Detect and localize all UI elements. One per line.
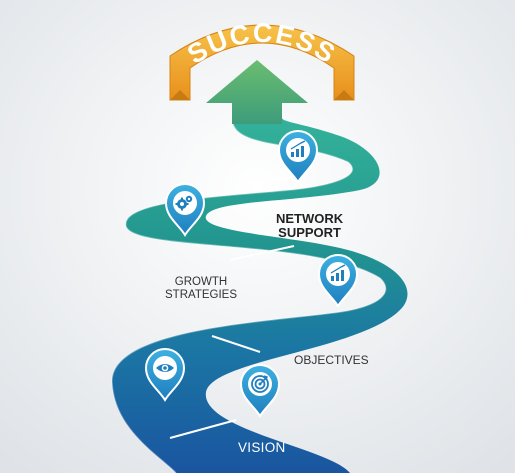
network-support-line-1: NETWORK bbox=[276, 211, 344, 226]
chart-pin-middle bbox=[317, 254, 359, 308]
target-icon bbox=[251, 375, 269, 393]
growth-strategies-line-1: GROWTH bbox=[174, 276, 228, 288]
eye-icon bbox=[156, 364, 174, 372]
road-edge bbox=[111, 117, 387, 473]
target-pin bbox=[239, 364, 281, 418]
eye-pin bbox=[144, 348, 186, 402]
chart-pin-top bbox=[277, 130, 319, 184]
bar-chart-icon bbox=[330, 264, 346, 281]
network-support-line-2: SUPPORT bbox=[278, 225, 341, 241]
network-support-label: NETWORK SUPPORT bbox=[276, 211, 344, 241]
road-dividers bbox=[169, 175, 301, 439]
growth-strategies-label: GROWTH STRATEGIES bbox=[165, 276, 237, 301]
vision-label: VISION bbox=[238, 440, 286, 455]
gears-icon bbox=[175, 195, 193, 211]
bar-chart-icon bbox=[290, 140, 306, 157]
growth-strategies-line-2: STRATEGIES bbox=[165, 288, 237, 301]
gears-pin bbox=[164, 183, 206, 237]
success-arrow bbox=[206, 60, 308, 124]
objectives-label: OBJECTIVES bbox=[294, 353, 369, 367]
success-banner bbox=[169, 24, 355, 101]
